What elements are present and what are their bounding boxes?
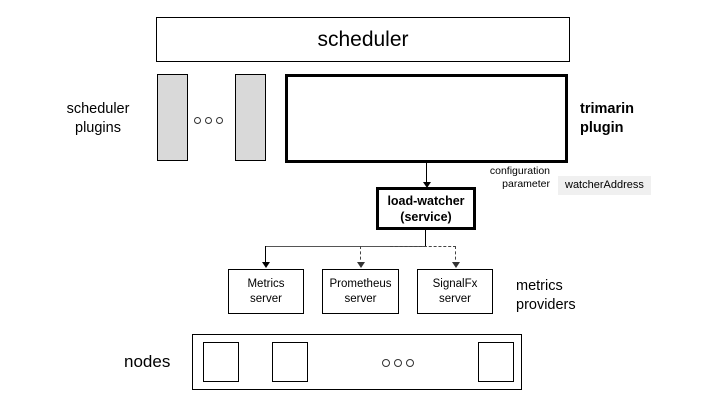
ellipsis-dot	[394, 359, 402, 367]
prometheus-server-arrowhead	[357, 262, 365, 268]
scheduler-box: scheduler	[156, 17, 570, 62]
watcher-address-value: watcherAddress	[558, 176, 651, 195]
metrics-providers-label-line1: metrics	[516, 278, 563, 294]
scheduler-plugins-label-line1: scheduler	[66, 101, 130, 117]
scheduler-plugins-label: scheduler plugins	[48, 100, 148, 138]
node-n[interactable]	[478, 342, 514, 382]
load-watcher-label-line2: (service)	[400, 209, 452, 224]
trimarin-plugin-box[interactable]	[285, 74, 568, 163]
ellipsis-dot	[216, 117, 223, 124]
ellipsis-dot	[382, 359, 390, 367]
prometheus-server-label-line2: server	[344, 292, 377, 305]
loadwatcher-trunk-line	[425, 230, 427, 247]
loadwatcher-bus-dashed	[390, 246, 456, 247]
metrics-server-drop-line	[265, 246, 267, 265]
signalfx-server-label-line1: SignalFx	[432, 277, 478, 290]
trimarin-to-loadwatcher-line	[426, 163, 428, 185]
plugin-slot-2[interactable]	[235, 74, 266, 161]
load-watcher-label-line1: load-watcher	[387, 193, 465, 208]
plugin-slot-1[interactable]	[157, 74, 188, 161]
trimarin-plugin-label-line1: trimarin	[580, 101, 634, 117]
metrics-providers-label-line2: providers	[516, 297, 576, 313]
ellipsis-dot	[205, 117, 212, 124]
nodes-label-text: nodes	[124, 352, 171, 371]
signalfx-server-label-line2: server	[439, 292, 471, 305]
ellipsis-dot	[194, 117, 201, 124]
nodes-label: nodes	[124, 352, 194, 372]
signalfx-server-box[interactable]: SignalFx server	[417, 269, 493, 314]
configuration-parameter-line2: parameter	[502, 178, 550, 190]
prometheus-server-label-line1: Prometheus	[329, 277, 392, 290]
nodes-ellipsis	[382, 359, 414, 367]
trimarin-plugin-label-line2: plugin	[580, 120, 624, 136]
prometheus-server-drop-line	[360, 246, 361, 265]
loadwatcher-bus-solid	[265, 246, 426, 248]
scheduler-plugins-label-line2: plugins	[75, 120, 121, 136]
metrics-server-label-line2: server	[250, 292, 282, 305]
configuration-parameter-label: configuration parameter	[458, 165, 550, 191]
signalfx-server-arrowhead	[452, 262, 460, 268]
metrics-providers-label: metrics providers	[516, 277, 616, 315]
ellipsis-dot	[406, 359, 414, 367]
trimarin-to-loadwatcher-arrowhead	[423, 182, 431, 188]
metrics-server-label-line1: Metrics	[247, 277, 285, 290]
metrics-server-arrowhead	[262, 262, 270, 268]
plugin-ellipsis	[194, 117, 223, 124]
load-watcher-box[interactable]: load-watcher (service)	[376, 187, 476, 230]
metrics-server-box[interactable]: Metrics server	[228, 269, 304, 314]
signalfx-server-drop-line	[455, 246, 456, 265]
scheduler-label: scheduler	[317, 27, 409, 51]
prometheus-server-box[interactable]: Prometheus server	[322, 269, 399, 314]
node-2[interactable]	[272, 342, 308, 382]
trimarin-plugin-label: trimarin plugin	[580, 100, 680, 138]
nodes-container	[192, 334, 522, 390]
watcher-address-chip: watcherAddress	[558, 175, 651, 195]
configuration-parameter-line1: configuration	[489, 165, 550, 177]
node-1[interactable]	[203, 342, 239, 382]
